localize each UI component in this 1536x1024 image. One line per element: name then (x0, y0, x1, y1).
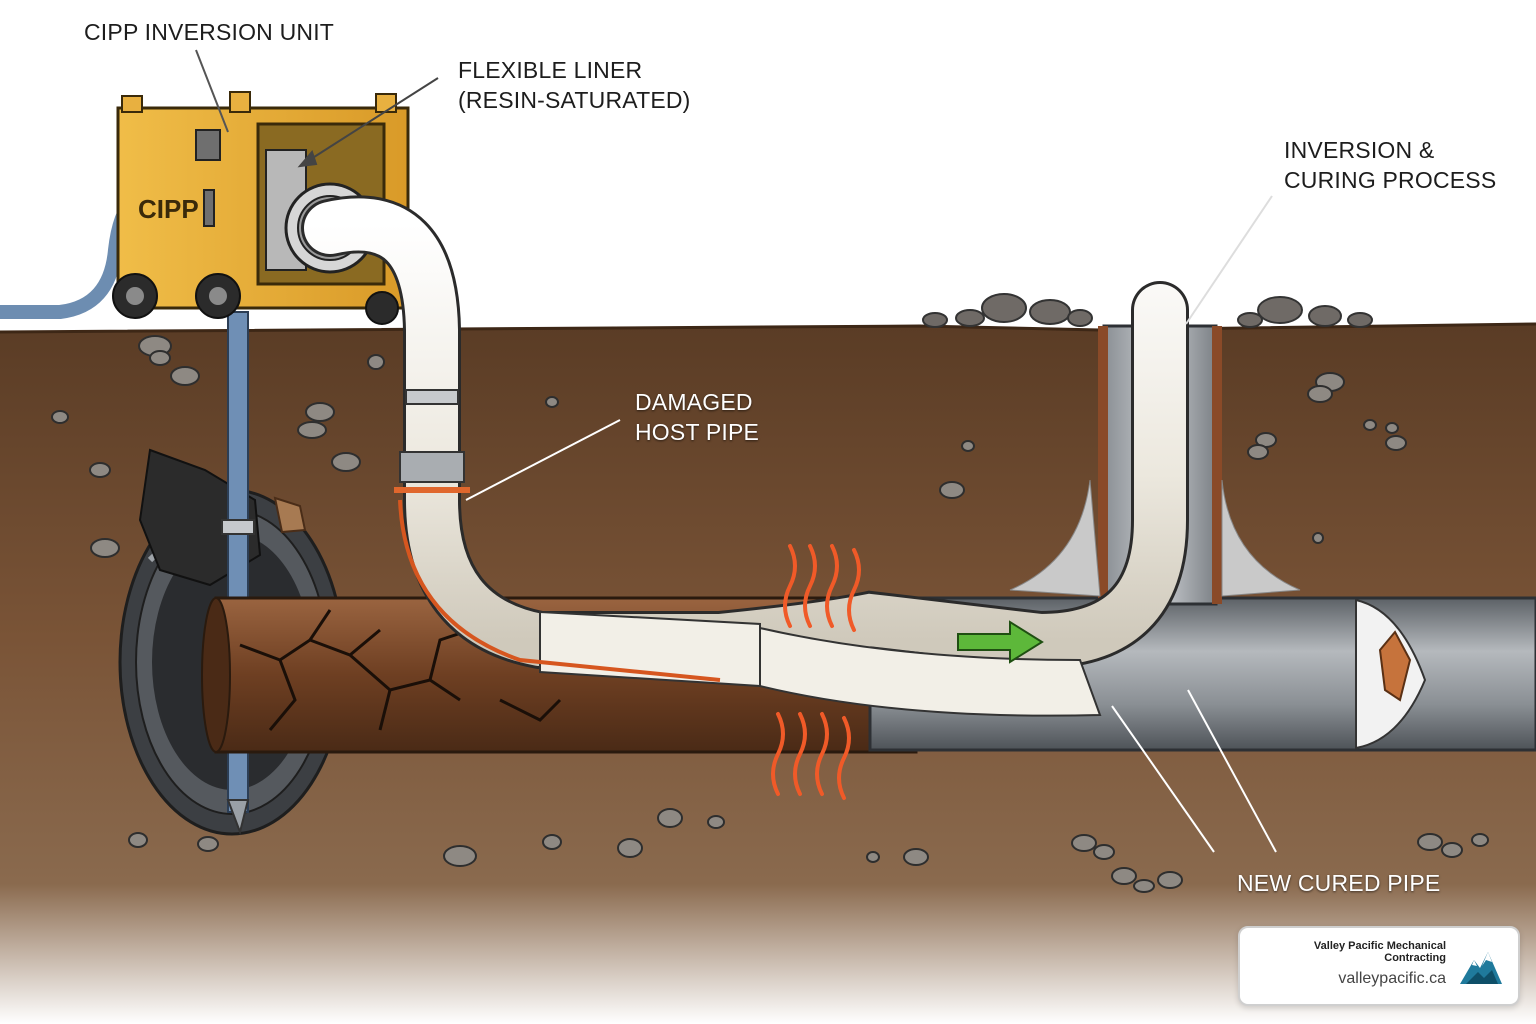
heat-waves (771, 544, 861, 800)
label-flexible-liner-line1: FLEXIBLE LINER (458, 57, 643, 83)
callout-leaders (195, 49, 1277, 853)
label-inversion-curing-line1: INVERSION & (1284, 137, 1435, 163)
flexible-liner (301, 195, 1189, 717)
mountain-logo-icon (1460, 952, 1502, 984)
label-inversion-unit: CIPP INVERSION UNIT (84, 17, 334, 47)
label-new-cured-pipe-text: NEW CURED PIPE (1237, 870, 1441, 896)
label-damaged-host-pipe-line2: HOST PIPE (635, 419, 760, 445)
label-flexible-liner-line2: (RESIN-SATURATED) (458, 87, 691, 113)
brand-name: Valley Pacific Mechanical Contracting (1313, 940, 1446, 964)
surface-rocks (922, 293, 1373, 328)
buried-stones (51, 335, 1489, 893)
brand-url: valleypacific.ca (1338, 970, 1446, 987)
label-inversion-curing-line2: CURING PROCESS (1284, 167, 1497, 193)
flow-direction-arrow (957, 620, 1044, 664)
label-new-cured-pipe: NEW CURED PIPE (1237, 868, 1440, 898)
label-damaged-host-pipe-line1: DAMAGED (635, 389, 753, 415)
label-inversion-unit-text: CIPP INVERSION UNIT (84, 19, 335, 45)
label-inversion-curing: INVERSION & CURING PROCESS (1284, 135, 1496, 195)
cipp-inversion-machine (112, 91, 410, 325)
label-flexible-liner: FLEXIBLE LINER (RESIN-SATURATED) (458, 55, 691, 115)
brand-card: Valley Pacific Mechanical Contracting va… (1238, 926, 1520, 1006)
machine-badge: CIPP (138, 194, 199, 224)
label-damaged-host-pipe: DAMAGED HOST PIPE (635, 387, 759, 447)
